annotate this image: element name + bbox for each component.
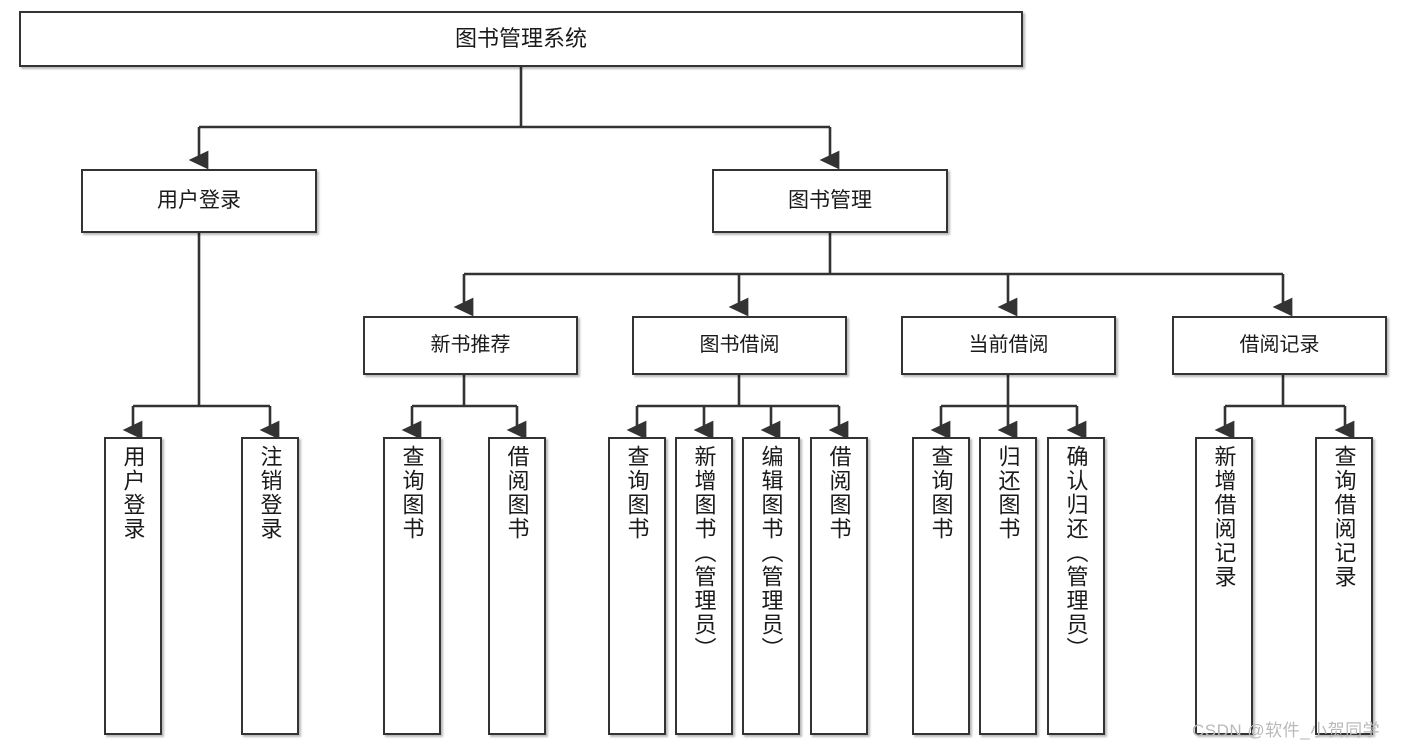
node-user-login-label: 用户登录 (157, 188, 241, 212)
node-book-management[interactable]: 图书管理 (712, 169, 948, 233)
leaf-label: 用户登录 (120, 445, 146, 541)
node-current-borrow-label: 当前借阅 (968, 334, 1049, 356)
leaf-record-query-record[interactable]: 查询借阅记录 (1315, 437, 1373, 735)
node-book-borrow-label: 图书借阅 (699, 334, 780, 356)
leaf-borrow-query-book[interactable]: 查询图书 (608, 437, 666, 735)
node-book-management-label: 图书管理 (788, 188, 872, 212)
node-user-login[interactable]: 用户登录 (81, 169, 317, 233)
leaf-label: 归还图书 (995, 445, 1021, 541)
leaf-label: 新增借阅记录 (1211, 445, 1237, 589)
leaf-label: 确认归还（管理员） (1063, 445, 1089, 661)
leaf-current-confirm-return-admin[interactable]: 确认归还（管理员） (1047, 437, 1105, 735)
leaf-record-add-record[interactable]: 新增借阅记录 (1195, 437, 1253, 735)
leaf-label: 借阅图书 (504, 445, 530, 541)
leaf-current-query-book[interactable]: 查询图书 (912, 437, 970, 735)
node-book-borrow[interactable]: 图书借阅 (632, 316, 847, 375)
node-current-borrow[interactable]: 当前借阅 (901, 316, 1116, 375)
leaf-borrow-edit-book-admin[interactable]: 编辑图书（管理员） (742, 437, 800, 735)
leaf-recommend-query-book[interactable]: 查询图书 (383, 437, 441, 735)
leaf-borrow-add-book-admin[interactable]: 新增图书（管理员） (675, 437, 733, 735)
csdn-watermark: CSDN @软件_小贺同学 (1192, 721, 1381, 740)
leaf-user-login-signin[interactable]: 用户登录 (104, 437, 162, 735)
leaf-borrow-borrow-book[interactable]: 借阅图书 (810, 437, 868, 735)
leaf-label: 编辑图书（管理员） (758, 445, 784, 661)
leaf-label: 查询图书 (928, 445, 954, 541)
node-new-book-recommend[interactable]: 新书推荐 (363, 316, 578, 375)
node-root-label: 图书管理系统 (454, 26, 587, 52)
leaf-label: 查询图书 (624, 445, 650, 541)
leaf-label: 借阅图书 (826, 445, 852, 541)
node-new-book-recommend-label: 新书推荐 (430, 334, 511, 356)
leaf-user-login-signout[interactable]: 注销登录 (241, 437, 299, 735)
node-root-system[interactable]: 图书管理系统 (19, 11, 1023, 67)
node-borrow-record-label: 借阅记录 (1239, 334, 1320, 356)
node-borrow-record[interactable]: 借阅记录 (1172, 316, 1387, 375)
leaf-label: 注销登录 (257, 445, 283, 541)
leaf-label: 查询图书 (399, 445, 425, 541)
leaf-current-return-book[interactable]: 归还图书 (979, 437, 1037, 735)
leaf-label: 查询借阅记录 (1331, 445, 1357, 589)
leaf-recommend-borrow-book[interactable]: 借阅图书 (488, 437, 546, 735)
leaf-label: 新增图书（管理员） (691, 445, 717, 661)
